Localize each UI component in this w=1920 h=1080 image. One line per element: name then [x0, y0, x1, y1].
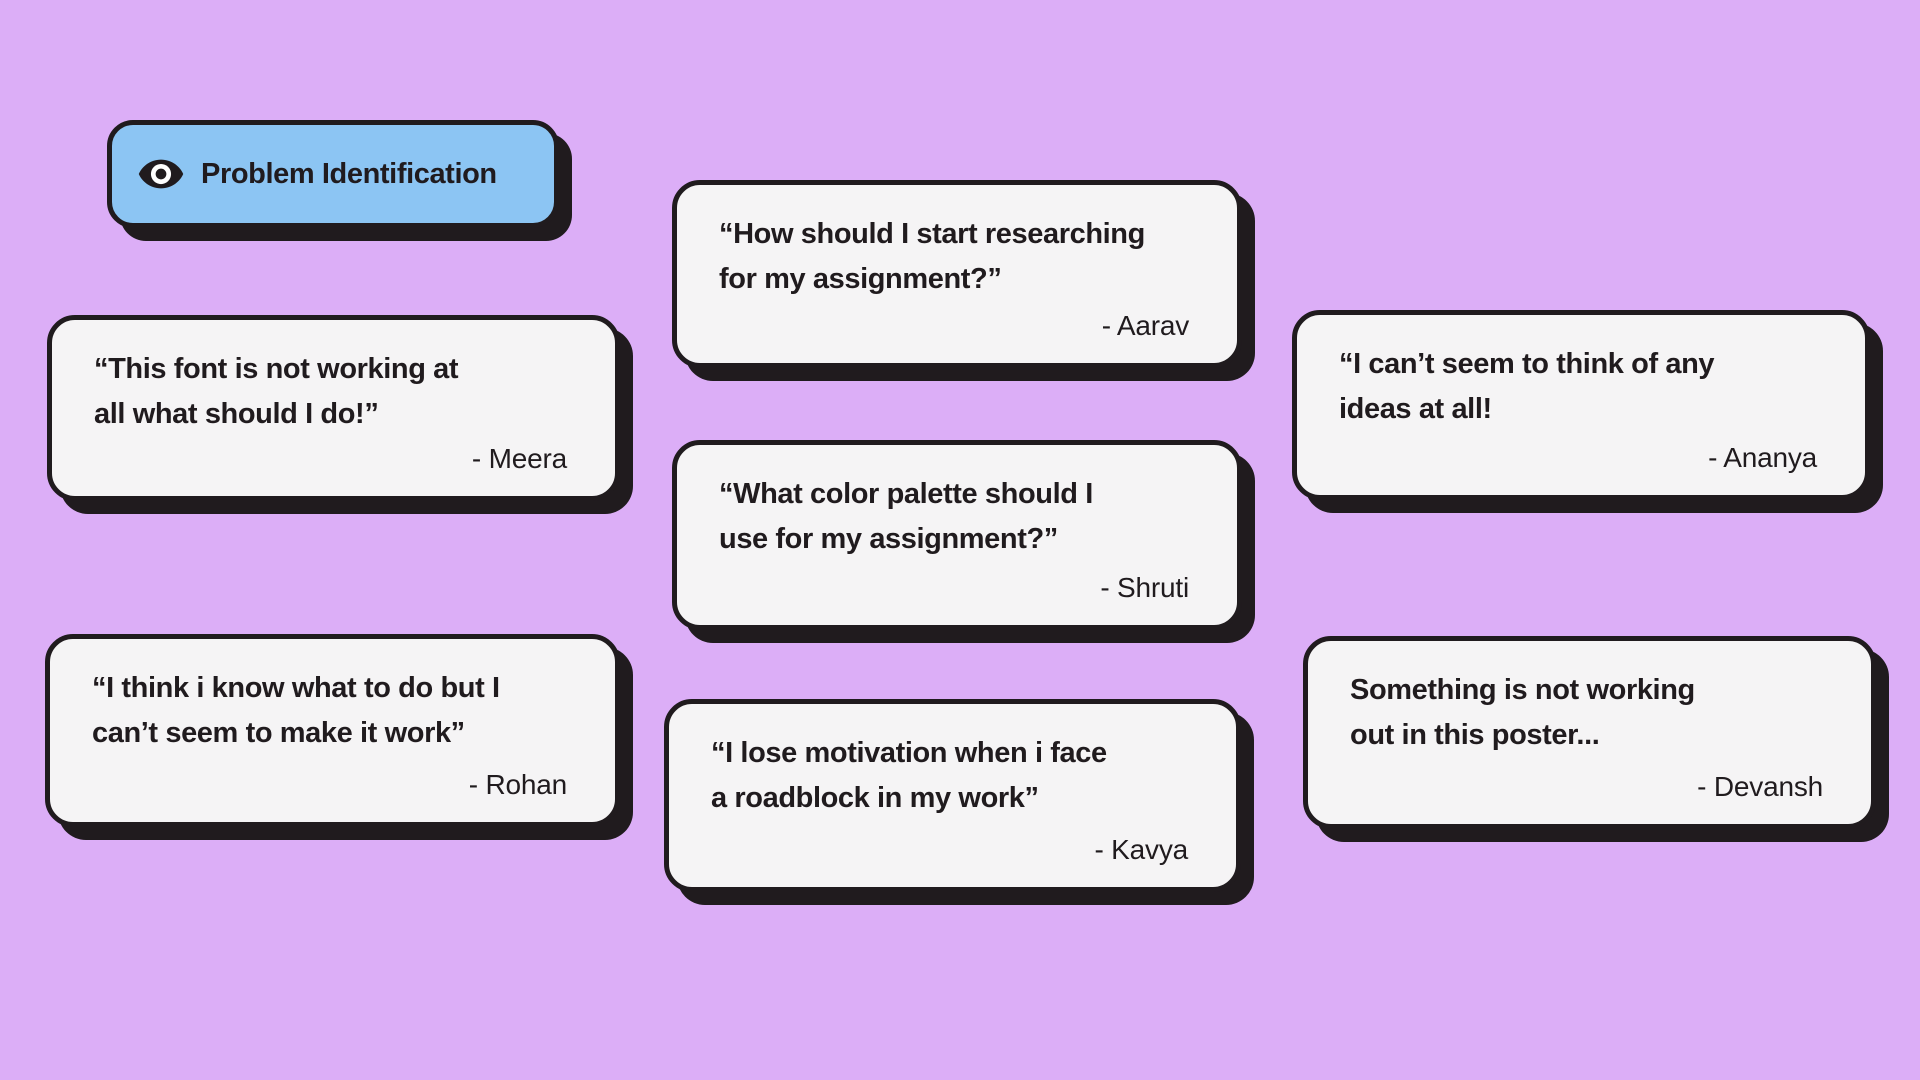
- badge-label: Problem Identification: [201, 157, 497, 190]
- quote-author: - Rohan: [468, 769, 567, 800]
- quote-card-ananya[interactable]: “I can’t seem to think of any ideas at a…: [1292, 310, 1870, 500]
- quote-text: “How should I start researching for my a…: [719, 218, 1145, 295]
- quote-author: - Ananya: [1708, 442, 1817, 473]
- quote-text: “What color palette should I use for my …: [719, 478, 1093, 555]
- quote-author: - Shruti: [1100, 572, 1189, 603]
- quote-card-aarav[interactable]: “How should I start researching for my a…: [672, 180, 1242, 368]
- quote-author: - Meera: [471, 443, 567, 474]
- quote-text: “I lose motivation when i face a roadblo…: [711, 737, 1107, 814]
- quote-card-kavya[interactable]: “I lose motivation when i face a roadblo…: [664, 699, 1241, 892]
- quote-text: “I can’t seem to think of any ideas at a…: [1339, 348, 1715, 425]
- quote-text: Something is not working out in this pos…: [1350, 674, 1695, 751]
- quote-author: - Devansh: [1697, 771, 1823, 802]
- quote-text: “This font is not working at all what sh…: [94, 353, 459, 430]
- problem-identification-badge[interactable]: Problem Identification: [107, 120, 559, 228]
- quote-text: “I think i know what to do but I can’t s…: [92, 672, 500, 749]
- quote-author: - Aarav: [1101, 310, 1190, 341]
- eye-icon: [138, 159, 184, 189]
- quote-card-meera[interactable]: “This font is not working at all what sh…: [47, 315, 620, 501]
- quote-card-rohan[interactable]: “I think i know what to do but I can’t s…: [45, 634, 620, 827]
- quote-card-shruti[interactable]: “What color palette should I use for my …: [672, 440, 1242, 630]
- quote-author: - Kavya: [1094, 834, 1188, 865]
- quote-card-devansh[interactable]: Something is not working out in this pos…: [1303, 636, 1876, 829]
